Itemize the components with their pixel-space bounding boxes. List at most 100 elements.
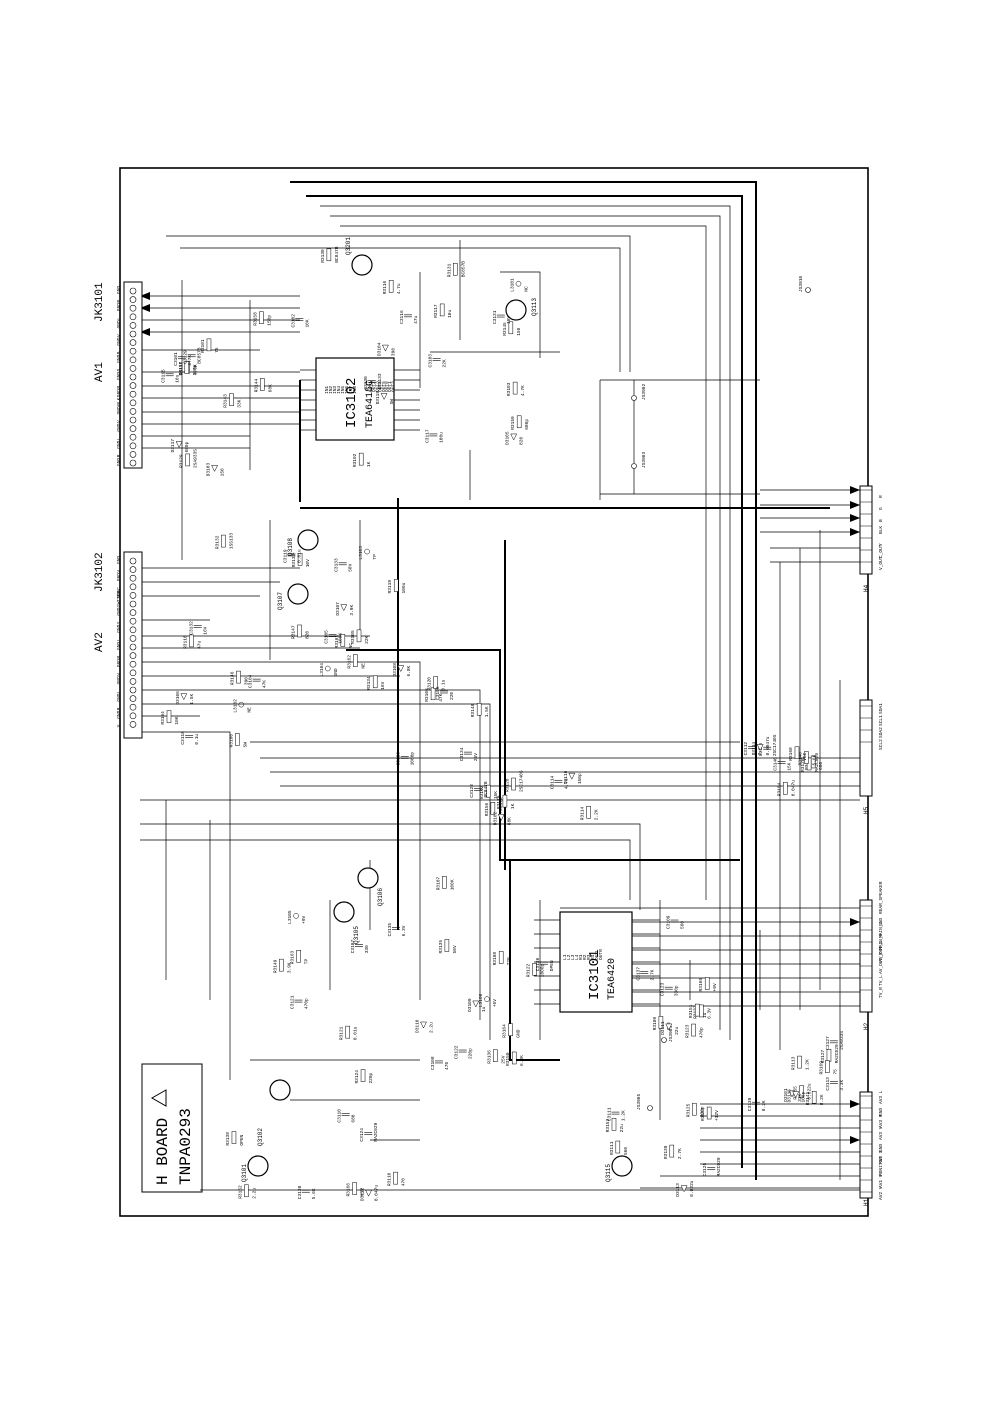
- jack-pin-label: GND: [116, 710, 122, 718]
- resistor-symbol: [825, 1060, 830, 1073]
- component-value: NE: [246, 707, 252, 713]
- ic3101-pin-label: R2: [582, 954, 588, 960]
- inductor-symbol: [238, 701, 245, 708]
- resistor-symbol: [296, 950, 301, 963]
- component-ref: R3107: [435, 876, 441, 890]
- component-ref: R3146: [230, 671, 236, 685]
- component-ref: R3140: [797, 752, 803, 766]
- resistor-symbol: [430, 687, 436, 701]
- jack-pin-label: G: [116, 368, 122, 371]
- diode-symbol: [472, 1000, 480, 1008]
- jack-pin-label: GND: [116, 423, 122, 431]
- connector-pin-label: V_OUT: [878, 556, 884, 570]
- resistor-symbol: [393, 1171, 398, 1185]
- jumper-js3902: [631, 395, 637, 401]
- resistor-symbol: [185, 453, 190, 467]
- ic3102-pin-label: IN6: [344, 386, 350, 394]
- ic3101-pin-label: L3: [570, 954, 576, 960]
- resistor-symbol: [444, 939, 450, 952]
- component-ref: R3169: [818, 1061, 824, 1075]
- component-value: 0.047u: [374, 1185, 380, 1202]
- resistor-symbol: [184, 361, 190, 374]
- jack-pin: [129, 600, 137, 608]
- component-value: 3.3K: [839, 1080, 845, 1091]
- component-value: 1.5K: [189, 694, 195, 705]
- component-ref: R3123: [685, 1024, 691, 1038]
- component-value: 150: [220, 468, 226, 476]
- component-value: 2.2u: [429, 1022, 435, 1033]
- component-ref: D3106: [175, 691, 181, 705]
- component-value: 470p: [699, 1027, 705, 1038]
- ic3102-pin-label: OUT2: [390, 381, 396, 392]
- resistor-symbol: [393, 579, 399, 592]
- connector-pin-label: SCL1: [878, 715, 884, 726]
- component-ref: R3143: [223, 394, 229, 408]
- jack-pin: [129, 313, 137, 321]
- component-value: TP: [304, 959, 310, 965]
- component-ref: L3101: [509, 278, 515, 292]
- connector-pin-label: MAIN_R: [878, 933, 884, 950]
- component-ref: D3118: [375, 391, 381, 405]
- component-ref: C3121: [289, 995, 295, 1009]
- diode-symbol: [380, 393, 388, 400]
- component-ref: R3147: [291, 625, 297, 639]
- resistor-symbol: [231, 1131, 237, 1144]
- jack-jk3101-name: AV1: [94, 362, 106, 382]
- component-ref: C3131: [492, 310, 498, 324]
- component-value: 390: [390, 348, 396, 356]
- component-ref: R3135: [438, 940, 444, 954]
- component-value: 68K: [267, 384, 273, 392]
- component: R3167+12V: [700, 1106, 720, 1121]
- component-ref: C3136: [535, 957, 541, 971]
- component-value: 1.2K: [620, 1110, 626, 1121]
- component-value: 10u: [175, 374, 181, 382]
- connector-pin-label: AV2 V: [878, 1186, 884, 1200]
- jack-pin-label: L: [116, 638, 122, 641]
- component-ref: C3103: [428, 354, 434, 368]
- resistor-symbol: [691, 1023, 696, 1037]
- jack-pin: [129, 583, 137, 591]
- component-ref: R3124: [354, 1070, 360, 1084]
- component: C3121 470p: [289, 995, 309, 1009]
- component-value: 220: [506, 957, 512, 965]
- component-value: 470p: [303, 998, 309, 1009]
- diode-symbol: [680, 1185, 688, 1193]
- ic3101-pin-label: L1: [562, 954, 568, 960]
- jack-pin: [129, 339, 137, 346]
- component-value: 4.7u: [563, 778, 569, 789]
- component-ref: D3115: [787, 1089, 793, 1103]
- component-value: 0.01u: [353, 1026, 359, 1040]
- jumper-js3905-label: JS3905: [636, 1093, 642, 1110]
- component-ref: R3131: [446, 263, 452, 277]
- component-value: VCC: [802, 752, 808, 760]
- component-value: 22K: [442, 359, 448, 367]
- connector-pin-label: B: [878, 519, 884, 522]
- component-ref: R3167: [700, 1107, 706, 1121]
- ic3102-pin-label: IN7: [348, 386, 354, 394]
- connector-pin-label: MONITOR: [878, 1157, 884, 1176]
- component-value: 2.2K: [594, 809, 600, 820]
- component-ref: R3153: [605, 1119, 611, 1133]
- ic3101: IC3101 TEA6420: [559, 911, 633, 1013]
- ic3102-pin-label: IN1: [324, 386, 330, 394]
- component-ref: C3120: [396, 752, 402, 766]
- resistor-symbol: [297, 553, 303, 566]
- component-value: 15K: [787, 762, 793, 770]
